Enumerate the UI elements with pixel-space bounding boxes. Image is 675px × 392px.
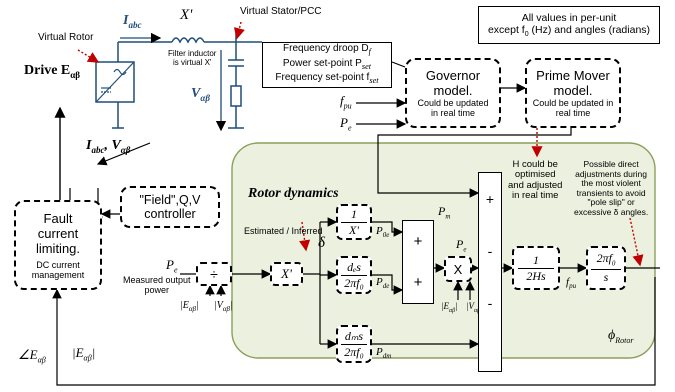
xprime-block: X': [270, 262, 303, 286]
pe-mid-label: Pe: [456, 237, 467, 254]
prime-mover-model: Prime Mover model. Could be updated in r…: [525, 58, 621, 128]
parameter-box: Frequency droop Df Power set-point Pset …: [262, 42, 392, 88]
converter-symbol: [95, 61, 135, 103]
rotor-dynamics-title: Rotor dynamics: [248, 186, 339, 201]
phi-rotor-label: ϕRotor: [608, 328, 634, 345]
pde-label: Pde: [376, 276, 390, 291]
virtual-rotor-label: Virtual Rotor: [38, 32, 94, 43]
governor-model: Governor model. Could be updated in real…: [405, 58, 501, 128]
fault-current-limiting: Fault current limiting. DC current manag…: [14, 200, 102, 290]
iabc-top-label: Iabc: [123, 13, 142, 30]
p0e-label: P0e: [376, 225, 390, 240]
abs-e-rotor-label: |Eαβ|: [180, 300, 199, 313]
rotor-dynamics-region: [231, 142, 656, 359]
drive-label: Drive Eαβ: [24, 63, 81, 80]
fpu-gov-input: fpu: [340, 93, 352, 111]
delta-label: δ: [318, 235, 325, 251]
pdm-label: Pdm: [376, 346, 392, 361]
fpu-rotor-label: fpu: [566, 276, 577, 291]
field-controller: "Field",Q,V controller: [120, 186, 220, 228]
abs-e-mult-label: |Eαβ|: [441, 301, 458, 314]
virtual-stator-label: Virtual Stator/PCC: [240, 6, 322, 17]
estimated-label: Estimated / Inferred: [244, 226, 323, 236]
pe-gov-input: Pe: [340, 115, 352, 133]
circuit-wires: [112, 32, 262, 129]
iabc-vab-label: Iabc, Vαβ: [86, 138, 131, 155]
per-unit-note: All values in per-unit except f0 (Hz) an…: [478, 6, 660, 44]
abs-v-rotor-label: |Vαβ|: [214, 300, 233, 313]
abs-e-label: |Eαβ|: [72, 345, 96, 363]
v-alpha-beta-label: Vαβ: [191, 86, 210, 103]
angle-e-label: ∠Eαβ: [18, 347, 46, 365]
sum-block-a: ++: [402, 220, 434, 304]
multiply-block: X: [444, 256, 472, 282]
xprime-top-label: X': [180, 7, 193, 23]
pe-input-label: Pe: [166, 257, 178, 275]
sum-block-main: +--: [478, 172, 502, 372]
divider-block: ÷: [196, 262, 232, 286]
pm-label: Pm: [438, 204, 451, 221]
